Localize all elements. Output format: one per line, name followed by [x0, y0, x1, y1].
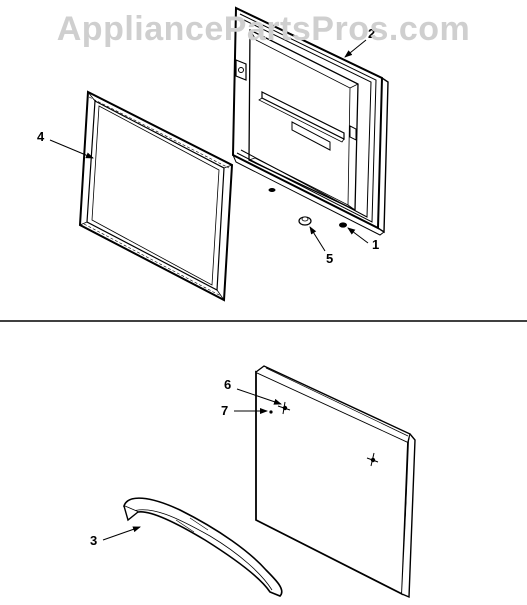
- screw: [282, 405, 376, 463]
- freezer-drawer-front: [255, 365, 416, 599]
- label-6: 6: [224, 377, 231, 392]
- door-stop: [298, 216, 312, 226]
- screw-cap: [339, 222, 347, 228]
- label-3: 3: [90, 533, 97, 548]
- washer: [269, 410, 273, 414]
- drawer-handle: [123, 497, 283, 597]
- label-1: 1: [372, 237, 379, 252]
- label-4: 4: [37, 129, 45, 144]
- label-7: 7: [221, 403, 228, 418]
- watermark: AppliancePartsPros.com: [56, 10, 471, 48]
- label-5: 5: [326, 251, 333, 266]
- door-liner: [231, 6, 389, 236]
- door-gasket: [78, 90, 234, 302]
- label-2: 2: [368, 26, 375, 41]
- hinge-pin: [268, 188, 276, 192]
